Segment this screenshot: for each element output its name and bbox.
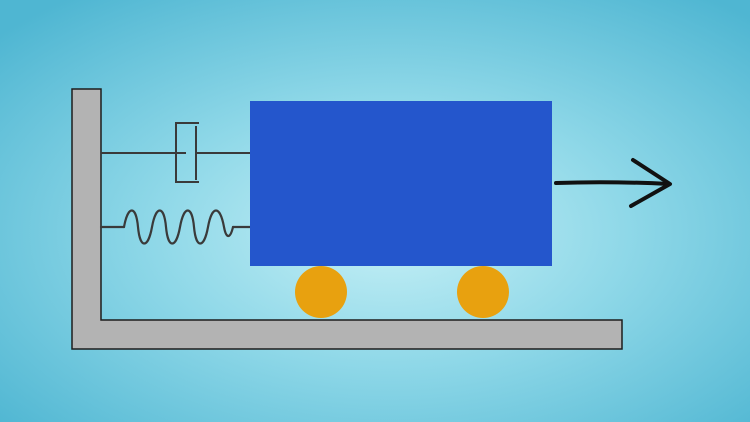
left-wheel [295,266,347,318]
right-wheel [457,266,509,318]
wall-and-ground [71,88,623,350]
spring [99,209,252,245]
damper [101,122,250,183]
mass-block [250,101,552,266]
force-arrow [554,158,672,208]
